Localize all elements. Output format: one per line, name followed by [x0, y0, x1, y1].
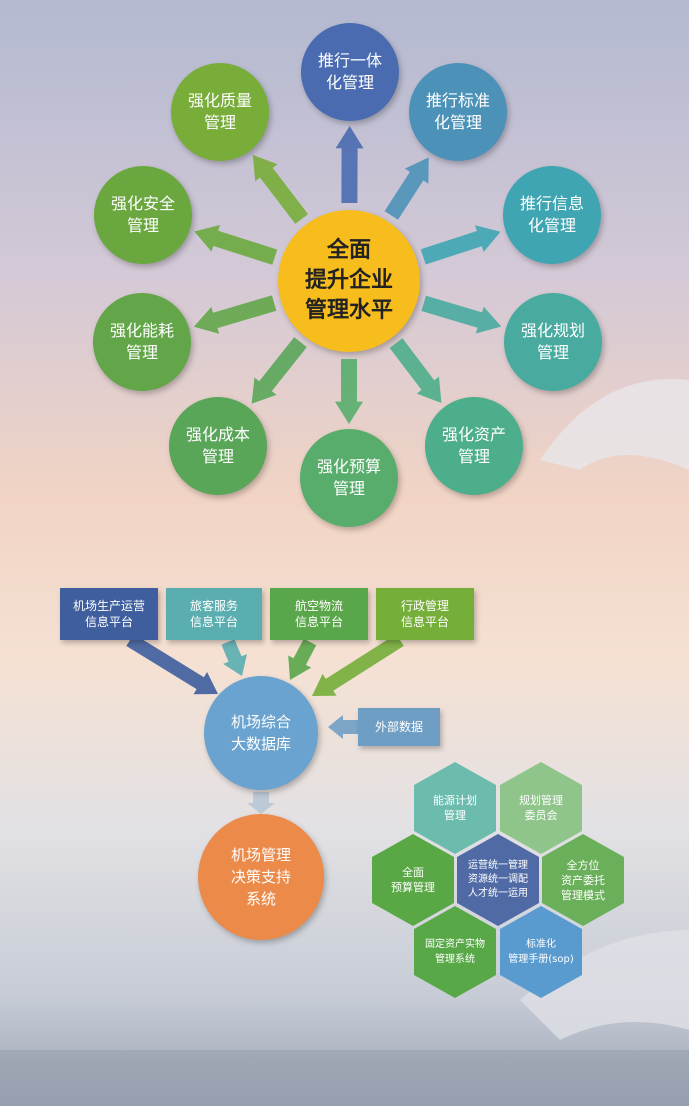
spoke-node-br: 强化资产 管理 [425, 397, 523, 495]
arrow-passenger-to-bigdata [221, 639, 247, 676]
spoke-arrow-br [389, 338, 442, 403]
platform-box-operations: 机场生产运营 信息平台 [60, 588, 158, 640]
spoke-arrow-top [335, 126, 364, 203]
spoke-node-tr1: 推行标准 化管理 [409, 63, 507, 161]
hex-label: 标准化 管理手册(sop) [508, 939, 574, 965]
spoke-node-bl: 强化成本 管理 [169, 397, 267, 495]
spoke-node-r: 强化规划 管理 [504, 293, 602, 391]
decision-node: 机场管理 决策支持 系统 [198, 814, 324, 940]
platform-label: 旅客服务 信息平台 [189, 599, 238, 629]
spoke-label: 强化规划 管理 [520, 321, 585, 362]
spoke-label: 强化安全 管理 [110, 194, 175, 235]
spoke-arrow-tl2 [194, 225, 278, 265]
arrow-bigdata-to-decision [247, 792, 275, 814]
platform-box-admin: 行政管理 信息平台 [376, 588, 474, 640]
spoke-arrow-bl [251, 337, 307, 404]
bigdata-node: 机场综合 大数据库 [204, 676, 318, 790]
spoke-node-tl2: 强化安全 管理 [94, 166, 192, 264]
arrow-admin-to-bigdata [312, 634, 404, 696]
platform-box-passenger: 旅客服务 信息平台 [166, 588, 262, 640]
spoke-label: 强化资产 管理 [441, 425, 506, 466]
spoke-node-l: 强化能耗 管理 [93, 293, 191, 391]
spoke-node-b: 强化预算 管理 [300, 429, 398, 527]
spoke-label: 推行标准 化管理 [425, 91, 490, 132]
spoke-label: 强化能耗 管理 [109, 321, 174, 362]
terminal-roof-top [540, 379, 689, 470]
terminal-roof-bottom [520, 930, 689, 1040]
arrow-operations-to-bigdata [126, 634, 218, 695]
platform-label: 行政管理 信息平台 [400, 599, 449, 629]
center-label: 全面 提升企业 管理水平 [304, 238, 393, 323]
ground-strip [0, 1050, 689, 1106]
hex-label: 能源计划 管理 [433, 794, 477, 822]
center-node: 全面 提升企业 管理水平 [278, 210, 420, 352]
external-data-label: 外部数据 [374, 720, 423, 734]
spoke-label: 推行信息 化管理 [519, 194, 584, 235]
spoke-node-tl1: 强化质量 管理 [171, 63, 269, 161]
platform-label: 机场生产运营 信息平台 [72, 599, 145, 629]
spoke-node-top: 推行一体 化管理 [301, 23, 399, 121]
platform-box-logistics: 航空物流 信息平台 [270, 588, 368, 640]
spoke-label: 推行一体 化管理 [317, 51, 382, 92]
spoke-arrow-tl1 [252, 154, 308, 224]
hex-label: 运营统一管理 资源统一调配 人才统一运用 [468, 860, 528, 899]
decision-label: 机场管理 决策支持 系统 [230, 846, 291, 908]
hex-label: 全方位 资产委托 管理模式 [561, 858, 605, 902]
hex-label: 全面 预算管理 [391, 866, 435, 894]
spoke-label: 强化成本 管理 [185, 425, 250, 466]
spoke-arrow-l [193, 295, 277, 334]
spoke-arrow-tr2 [420, 225, 501, 265]
spoke-label: 强化预算 管理 [316, 457, 381, 498]
external-data-box: 外部数据 [358, 708, 440, 746]
spoke-arrow-r [421, 295, 502, 334]
hex-label: 固定资产实物 管理系统 [425, 939, 485, 965]
arrow-logistics-to-bigdata [288, 638, 317, 680]
spoke-arrow-tr1 [384, 157, 429, 220]
bigdata-label: 机场综合 大数据库 [230, 713, 291, 753]
spoke-node-tr2: 推行信息 化管理 [503, 166, 601, 264]
arrow-external-to-bigdata [328, 715, 358, 739]
hex-label: 规划管理 委员会 [519, 794, 563, 822]
spoke-label: 强化质量 管理 [187, 91, 252, 132]
platform-label: 航空物流 信息平台 [294, 599, 343, 629]
spoke-arrow-b [335, 359, 363, 424]
